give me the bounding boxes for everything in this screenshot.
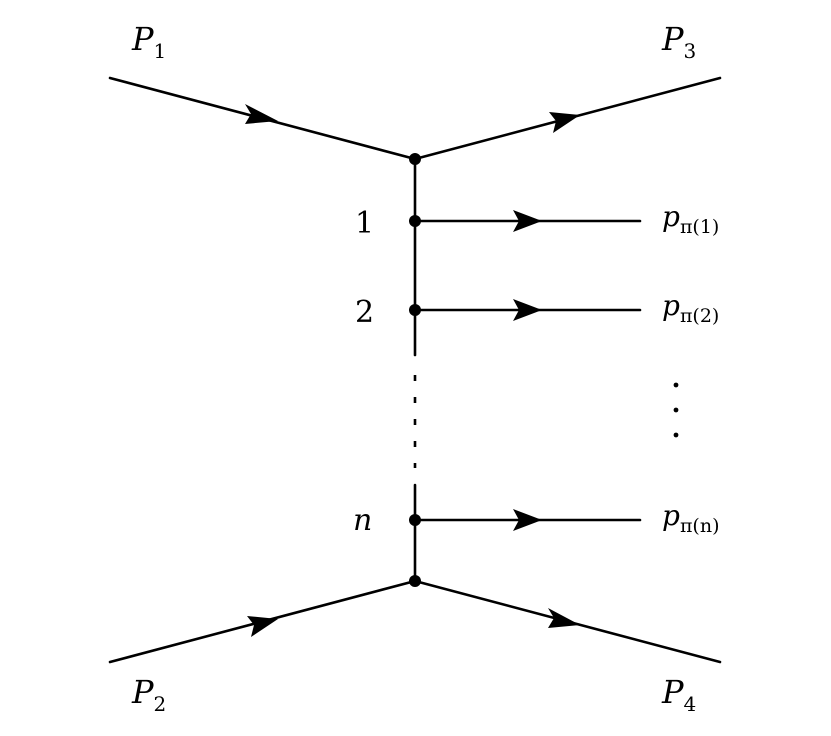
arrow-p3 bbox=[549, 112, 580, 133]
vertex-label-1: 1 bbox=[355, 206, 374, 241]
label-p1: P1 bbox=[131, 20, 166, 63]
emission-arrow-n bbox=[513, 509, 542, 531]
vertex-bottom bbox=[409, 575, 421, 587]
ellipsis-dot bbox=[673, 407, 679, 413]
emission-arrow-2 bbox=[513, 299, 542, 321]
emitted-label-1: pπ(1) bbox=[662, 200, 719, 238]
arrow-p1 bbox=[245, 104, 278, 124]
ellipsis-dot bbox=[673, 382, 679, 388]
emitted-label-2: pπ(2) bbox=[662, 289, 719, 327]
arrow-p2 bbox=[247, 616, 278, 637]
label-p4: P4 bbox=[661, 673, 696, 716]
vertex-label-n: n bbox=[353, 503, 372, 538]
emission-arrow-1 bbox=[513, 210, 542, 232]
label-p3: P3 bbox=[661, 20, 696, 63]
vertex-1 bbox=[409, 215, 421, 227]
vertex-label-2: 2 bbox=[355, 295, 374, 330]
arrow-p4 bbox=[548, 608, 580, 628]
emitted-label-n: pπ(n) bbox=[662, 499, 720, 537]
vertex-top bbox=[409, 153, 421, 165]
label-p2: P2 bbox=[131, 673, 166, 716]
vertex-n bbox=[409, 514, 421, 526]
ellipsis-dot bbox=[673, 432, 679, 438]
vertex-2 bbox=[409, 304, 421, 316]
